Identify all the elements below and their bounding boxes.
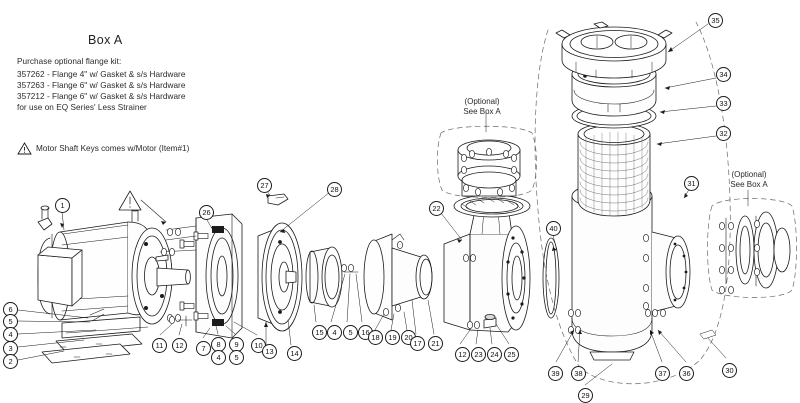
motor-shaft-key-note: Motor Shaft Keys comes w/Motor (Item#1) [17, 142, 267, 155]
callout-balloon-1: 1 [55, 198, 70, 213]
strainer-basket [577, 122, 651, 217]
callout-balloon-11: 11 [152, 338, 167, 353]
motor-shaft-key-note-text: Motor Shaft Keys comes w/Motor (Item#1) [36, 144, 190, 153]
optional-flange-left [437, 111, 537, 198]
strainer-assembly-boundary [534, 21, 731, 385]
callout-balloon-28: 28 [327, 182, 342, 197]
box-a-line-1: 357262 - Flange 4" w/ Gasket & s/s Hardw… [17, 69, 186, 79]
callout-balloon-32: 32 [716, 126, 731, 141]
box-a-title: Box A [88, 33, 123, 47]
callout-balloon-26: 26 [199, 205, 214, 220]
box-a-line-4: for use on EQ Series' Less Strainer [17, 102, 147, 112]
optional-right-line2: See Box A [730, 180, 768, 189]
box-a-lead: Purchase optional flange kit: [17, 57, 122, 66]
callout-balloon-5: 5 [343, 325, 358, 340]
volute-body [436, 194, 560, 345]
impeller [257, 222, 303, 348]
callout-balloon-4: 4 [3, 327, 18, 342]
box-a-body: Purchase optional flange kit: 357262 - F… [17, 56, 252, 113]
seal-plate-assembly [159, 213, 258, 339]
callout-balloon-5: 5 [229, 350, 244, 365]
callout-balloon-40: 40 [546, 221, 561, 236]
callout-balloon-15: 15 [312, 325, 327, 340]
callout-balloon-14: 14 [287, 346, 302, 361]
callout-balloon-36: 36 [679, 366, 694, 381]
callout-balloon-12: 12 [172, 338, 187, 353]
callout-balloon-38: 38 [571, 366, 586, 381]
callout-balloon-7: 7 [196, 341, 211, 356]
callout-balloon-25: 25 [504, 347, 519, 362]
shaft-key-warning [118, 190, 169, 262]
callout-balloon-34: 34 [716, 67, 731, 82]
callout-balloon-12: 12 [455, 347, 470, 362]
callout-balloon-4: 4 [211, 350, 226, 365]
callout-balloon-21: 21 [428, 336, 443, 351]
callout-balloon-4: 4 [327, 325, 342, 340]
callout-balloon-22: 22 [429, 201, 444, 216]
callout-balloon-27: 27 [257, 178, 272, 193]
warning-triangle-icon [17, 142, 32, 155]
optional-left-line1: (Optional) [464, 97, 500, 106]
callout-balloon-29: 29 [578, 388, 593, 403]
callout-balloon-33: 33 [716, 96, 731, 111]
optional-left-line2: See Box A [463, 107, 501, 116]
suction-cone [363, 233, 435, 335]
callout-balloon-24: 24 [487, 347, 502, 362]
callout-balloon-13: 13 [262, 344, 277, 359]
callout-balloon-19: 19 [385, 330, 400, 345]
optional-flange-right [707, 189, 797, 298]
callout-balloon-35: 35 [708, 13, 723, 28]
callout-balloon-31: 31 [684, 176, 699, 191]
box-a-line-2: 357263 - Flange 6" w/ Gasket & s/s Hardw… [17, 80, 186, 90]
optional-flange-left-label: (Optional) See Box A [451, 97, 513, 117]
callout-balloon-18: 18 [368, 330, 383, 345]
diffuser-ring [305, 246, 363, 323]
callout-balloon-37: 37 [655, 366, 670, 381]
optional-flange-right-label: (Optional) See Box A [718, 170, 780, 190]
optional-right-line1: (Optional) [731, 170, 767, 179]
callout-balloon-23: 23 [471, 347, 486, 362]
motor-assembly [17, 205, 191, 364]
box-a-line-3: 357212 - Flange 6" w/ Gasket & s/s Hardw… [17, 91, 186, 101]
callout-balloon-39: 39 [548, 366, 563, 381]
callout-balloon-2: 2 [3, 354, 18, 369]
strainer-lid [555, 21, 673, 79]
callout-balloon-17: 17 [410, 336, 425, 351]
right-leaders [656, 23, 717, 199]
bottom-leaders [555, 329, 727, 386]
callout-balloon-30: 30 [722, 363, 737, 378]
